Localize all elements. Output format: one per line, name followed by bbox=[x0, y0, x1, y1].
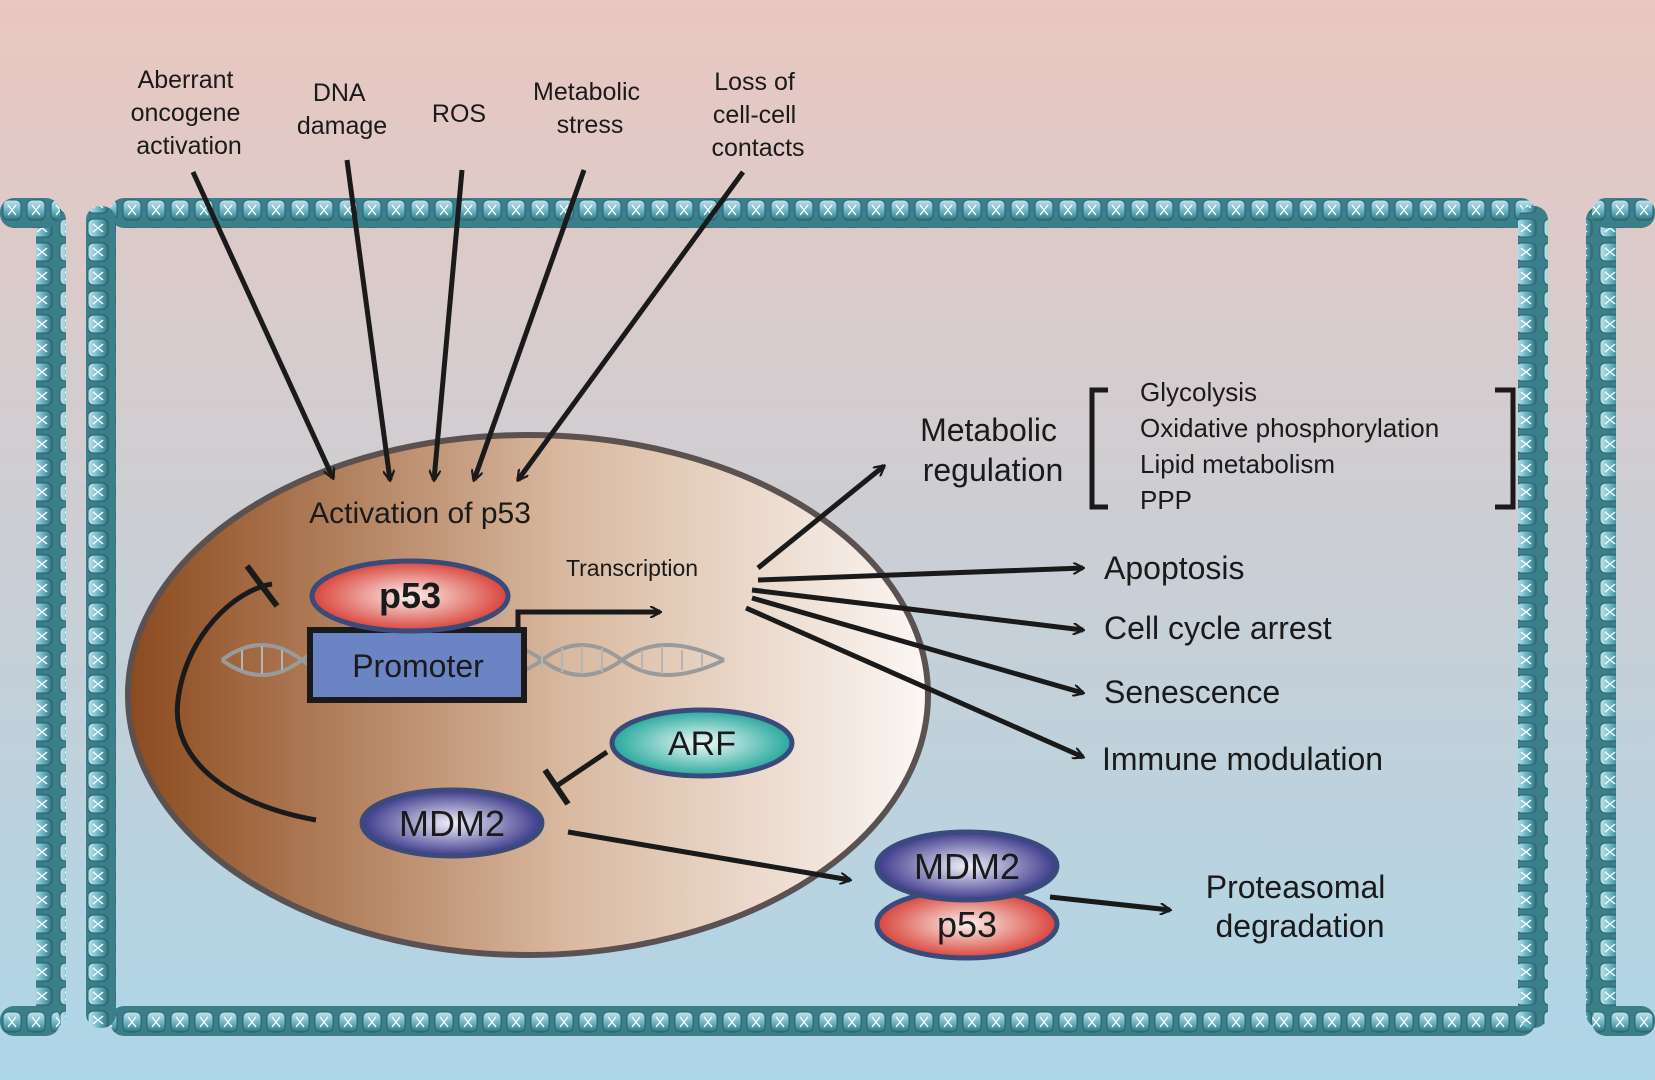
arrow-to-degradation bbox=[1049, 894, 1170, 910]
mdm2-inhibits-p53-arc bbox=[174, 581, 317, 823]
arrow-metabolic-regulation bbox=[756, 466, 884, 570]
complex-mdm2-protein bbox=[874, 829, 1060, 903]
arrow-cell-contacts bbox=[515, 170, 746, 480]
promoter-label: Promoter bbox=[352, 648, 484, 684]
stimulus-ros-label: ROS bbox=[432, 100, 486, 128]
activation-label: Activation of p53 bbox=[309, 497, 531, 530]
stimulus-oncogene-label: Aberrant oncogene activation bbox=[131, 66, 248, 160]
arrow-dna-damage bbox=[344, 159, 390, 480]
inhibition-bar-p53 bbox=[244, 564, 280, 608]
p53-protein bbox=[309, 558, 511, 634]
arf-inhibits-mdm2-line bbox=[556, 749, 609, 788]
left-bracket bbox=[1089, 387, 1108, 510]
stimulus-cell-contacts-label: Loss of cell-cell contacts bbox=[711, 68, 804, 162]
transcription-arrow bbox=[515, 612, 660, 632]
mdm2-protein bbox=[359, 787, 545, 859]
arrow-cell-cycle-arrest bbox=[751, 587, 1083, 630]
mdm2-label: MDM2 bbox=[399, 803, 505, 844]
p53-label: p53 bbox=[379, 575, 441, 616]
arrow-metabolic-stress bbox=[474, 169, 587, 480]
stimulus-metabolic-stress-label: Metabolic stress bbox=[533, 78, 647, 139]
arrow-senescence bbox=[751, 595, 1083, 693]
outcome-immune-modulation: Immune modulation bbox=[1102, 741, 1383, 777]
arrow-immune-modulation bbox=[744, 605, 1083, 757]
complex-p53-label: p53 bbox=[937, 904, 997, 945]
stimulus-dna-damage-label: DNA damage bbox=[297, 79, 387, 140]
arf-label: ARF bbox=[668, 725, 736, 763]
arrow-apoptosis bbox=[757, 568, 1083, 583]
outcome-senescence: Senescence bbox=[1104, 674, 1280, 710]
outcome-apoptosis: Apoptosis bbox=[1104, 550, 1245, 586]
metabolic-item-glycolysis: Glycolysis bbox=[1140, 377, 1257, 407]
metabolic-item-lipid: Lipid metabolism bbox=[1140, 449, 1335, 479]
arrow-ros bbox=[434, 169, 465, 480]
arrow-mdm2-to-complex bbox=[567, 829, 850, 880]
right-bracket bbox=[1495, 387, 1516, 510]
transcription-label: Transcription bbox=[566, 555, 698, 581]
nucleus bbox=[125, 432, 931, 958]
metabolic-regulation-label: Metabolic regulation bbox=[920, 412, 1066, 488]
inhibition-bar-mdm2 bbox=[542, 768, 571, 806]
metabolic-item-oxphos: Oxidative phosphorylation bbox=[1140, 413, 1439, 443]
arf-protein bbox=[609, 707, 795, 779]
cell-membrane-icon bbox=[0, 198, 1655, 1036]
arrow-oncogene bbox=[190, 170, 333, 478]
complex-mdm2-label: MDM2 bbox=[914, 846, 1020, 887]
metabolic-item-ppp: PPP bbox=[1140, 485, 1192, 515]
proteasomal-degradation-label: Proteasomal degradation bbox=[1206, 869, 1395, 944]
outcome-cell-cycle-arrest: Cell cycle arrest bbox=[1104, 610, 1332, 646]
